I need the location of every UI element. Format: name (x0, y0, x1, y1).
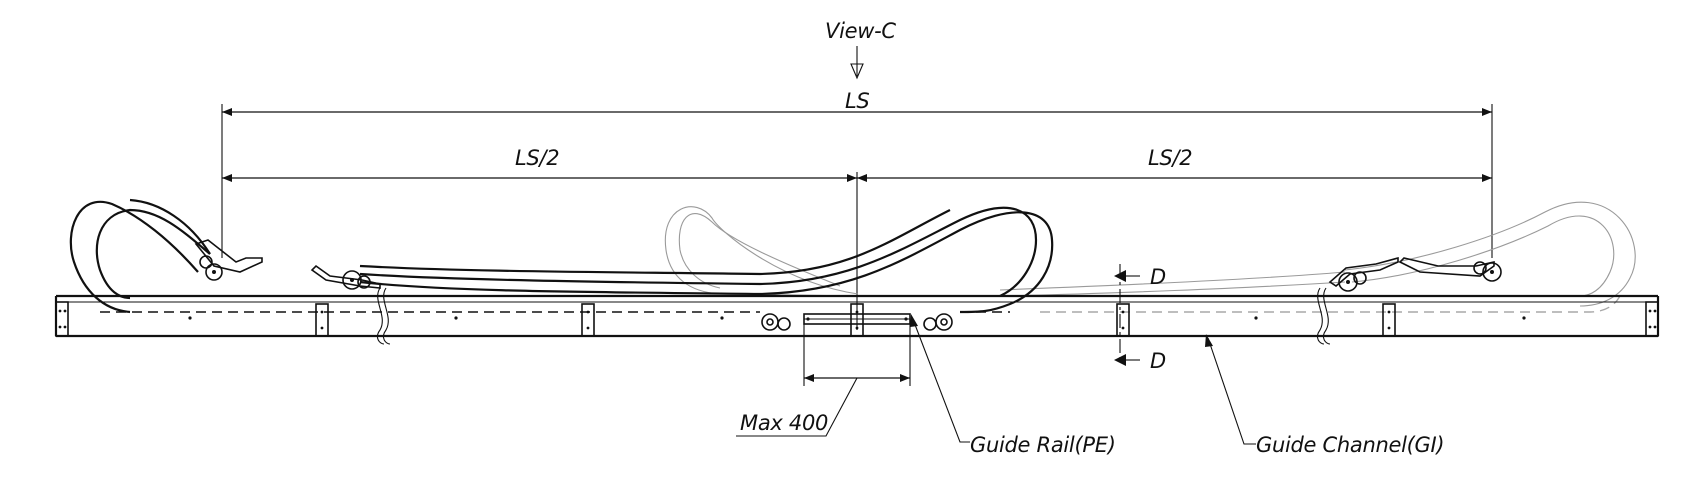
end-bracket-left (194, 239, 263, 281)
ls-half-left-label: LS/2 (515, 146, 559, 170)
end-bracket-mid-right (1328, 256, 1399, 292)
dimension-ls-half (222, 172, 1492, 330)
chain-main (359, 206, 1054, 314)
break-marks (376, 287, 1331, 345)
section-d-arrows (1114, 270, 1140, 366)
guide-channel-leader (1205, 334, 1256, 445)
guide-rail-label: Guide Rail(PE) (970, 433, 1116, 457)
guide-rail (761, 313, 953, 331)
view-c-arrow (850, 46, 864, 80)
dimension-max-400 (736, 324, 911, 437)
max-400-label: Max 400 (740, 411, 828, 435)
channel-brackets (55, 301, 1659, 337)
ls-half-right-label: LS/2 (1148, 146, 1192, 170)
guide-channel-label: Guide Channel(GI) (1256, 433, 1444, 457)
section-d-bottom-label: D (1150, 349, 1166, 373)
end-bracket-right (1398, 257, 1502, 282)
view-c-label: View-C (825, 19, 896, 43)
section-d-top-label: D (1150, 265, 1166, 289)
ls-label: LS (845, 89, 869, 113)
chain-left-loop (69, 198, 211, 314)
end-bracket-mid-left (310, 264, 381, 290)
guide-rail-leader (910, 314, 970, 443)
